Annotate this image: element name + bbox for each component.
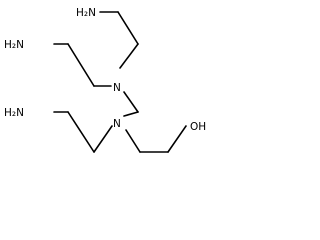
- bond-c2-n-lower: [93, 125, 113, 153]
- bond-n-upper-ch2: [123, 91, 139, 113]
- atom-n-upper: N: [113, 82, 121, 94]
- atom-oh: OH: [190, 121, 206, 133]
- atom-nh2-top: H₂N: [76, 7, 96, 19]
- atom-nh2-lower: H₂N: [4, 107, 24, 119]
- bond-c2-n-upper-top: [119, 43, 139, 69]
- bond-ch2-n-lower: [123, 111, 139, 117]
- atom-labels: H₂N H₂N N H₂N N OH: [4, 7, 206, 133]
- atom-nh2-left: H₂N: [4, 39, 24, 51]
- bond-c1-c2-top: [117, 11, 139, 45]
- atom-n-lower: N: [113, 118, 121, 130]
- bond-c1-c2-left: [67, 43, 95, 87]
- bonds: [53, 11, 187, 153]
- bond-c1-c2-lower: [67, 111, 95, 153]
- bond-n-lower-c1-oh: [125, 129, 141, 153]
- molecule-structure: H₂N H₂N N H₂N N OH: [4, 7, 206, 153]
- bond-c2-oh: [167, 125, 187, 153]
